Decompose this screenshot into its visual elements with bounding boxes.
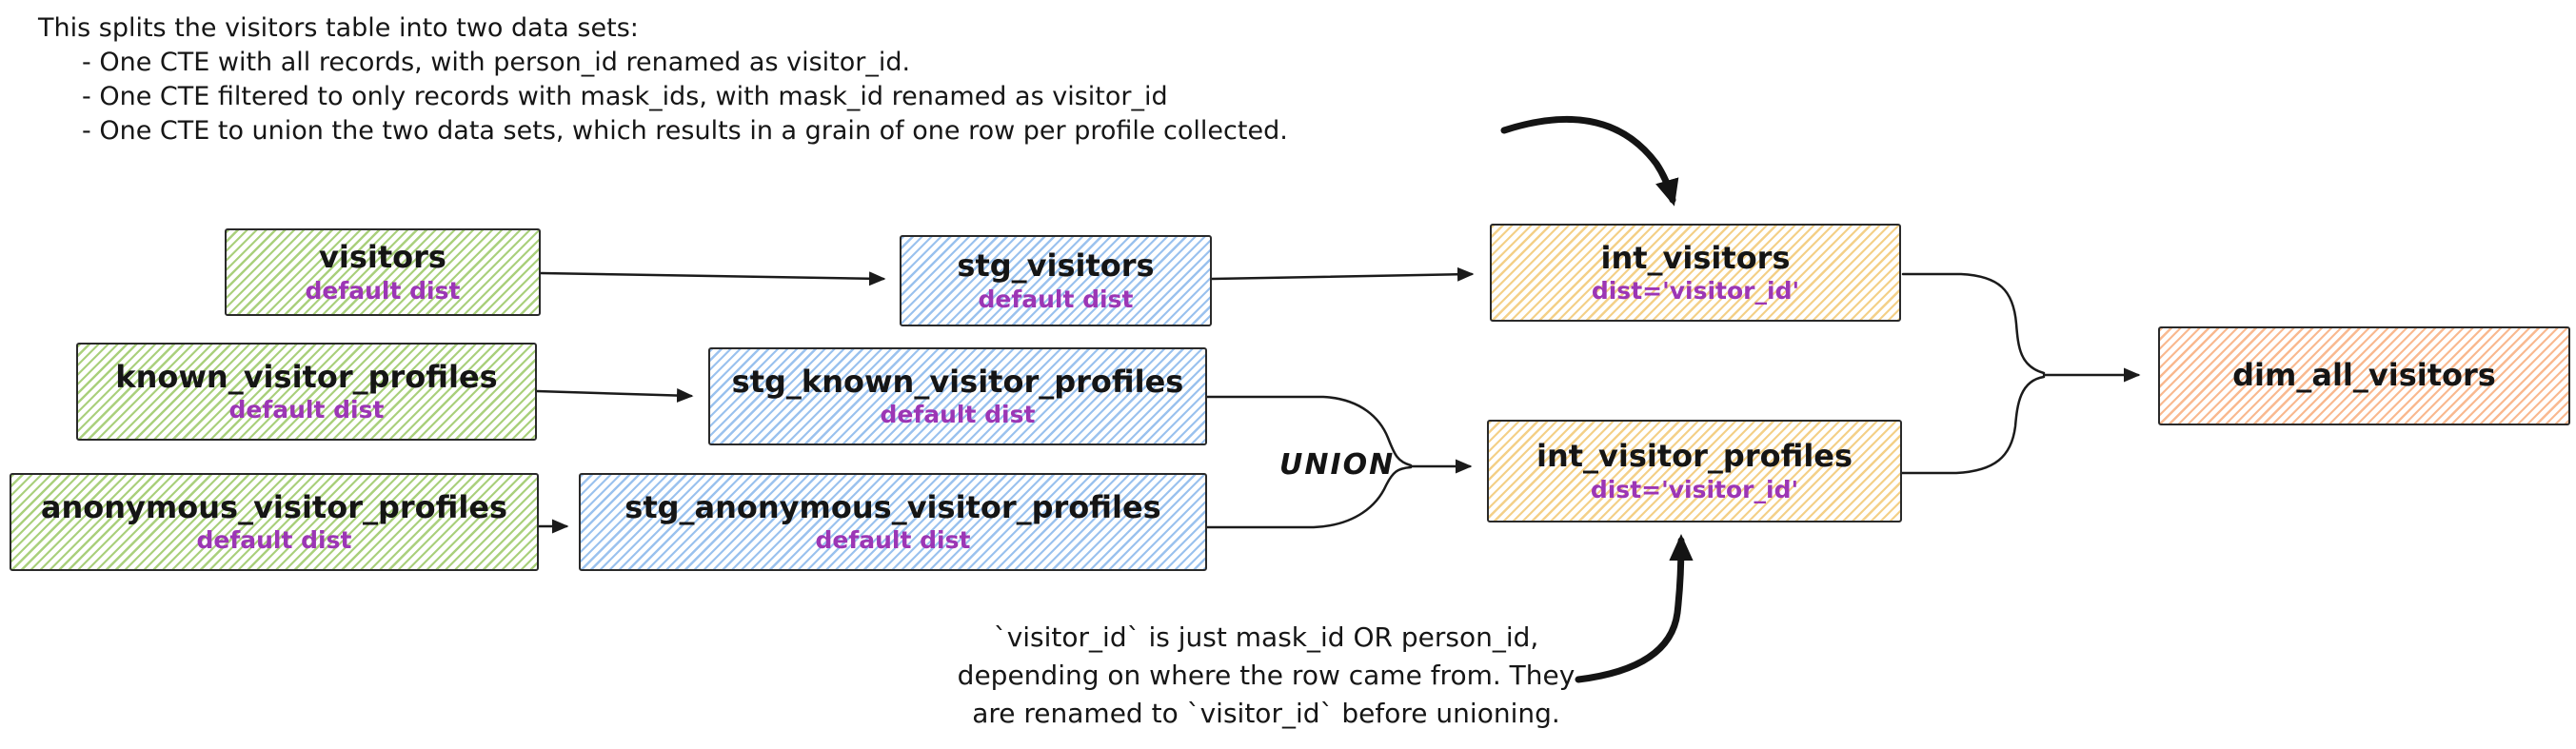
node-subtitle: default dist [196,526,352,555]
edge-visitors-to-stg-visitors [539,271,886,286]
node-subtitle: default dist [305,276,461,305]
node-subtitle: dist='visitor_id' [1591,277,1800,306]
node-dim-all-visitors: dim_all_visitors [2158,326,2570,425]
union-label: UNION [1279,448,1396,482]
annotation-bottom-line: depending on where the row came from. Th… [957,660,1575,691]
annotation-top-line: - One CTE filtered to only records with … [82,82,1168,111]
node-subtitle: default dist [815,526,971,555]
annotation-bottom: `visitor_id` is just mask_id OR person_i… [933,619,1599,733]
annotation-bottom-line: `visitor_id` is just mask_id OR person_i… [993,621,1539,653]
node-known-visitor-profiles: known_visitor_profiles default dist [76,343,537,441]
node-subtitle: default dist [880,401,1036,429]
node-subtitle: default dist [978,285,1134,313]
edge-stg-known-to-union [1205,395,1413,467]
edge-int-visitors-to-merge [1901,272,2046,375]
node-visitors: visitors default dist [225,228,541,316]
annotation-top-line: This splits the visitors table into two … [38,13,639,43]
annotation-top-line: - One CTE to union the two data sets, wh… [82,116,1288,146]
node-subtitle: dist='visitor_id' [1590,475,1799,503]
node-title: stg_anonymous_visitor_profiles [624,488,1161,525]
node-title: known_visitor_profiles [115,358,498,395]
node-title: dim_all_visitors [2232,357,2496,394]
node-stg-visitors: stg_visitors default dist [900,235,1212,326]
node-title: stg_known_visitor_profiles [731,363,1184,400]
edge-stg-visitors-to-int-visitors [1210,266,1475,282]
node-int-visitors: int_visitors dist='visitor_id' [1490,224,1901,322]
annotation-bottom-line: are renamed to `visitor_id` before union… [972,698,1560,729]
node-title: stg_visitors [957,247,1155,285]
annotation-arrow-top [1500,115,1679,207]
annotation-top-line: - One CTE with all records, with person_… [82,48,911,77]
node-anonymous-visitor-profiles: anonymous_visitor_profiles default dist [10,473,539,571]
node-title: anonymous_visitor_profiles [40,488,508,525]
edge-known-to-stg-known [535,388,694,404]
edge-stg-anonymous-to-union [1205,465,1413,529]
node-subtitle: default dist [228,396,385,424]
annotation-arrow-bottom [1575,534,1694,683]
node-title: int_visitor_profiles [1536,438,1853,475]
node-stg-known-visitor-profiles: stg_known_visitor_profiles default dist [708,347,1207,445]
node-title: int_visitors [1600,239,1791,276]
annotation-top: This splits the visitors table into two … [38,11,1288,148]
node-stg-anonymous-visitor-profiles: stg_anonymous_visitor_profiles default d… [579,473,1207,571]
edge-int-visitor-profiles-to-merge [1900,375,2046,475]
node-int-visitor-profiles: int_visitor_profiles dist='visitor_id' [1487,420,1902,522]
node-title: visitors [319,239,446,276]
